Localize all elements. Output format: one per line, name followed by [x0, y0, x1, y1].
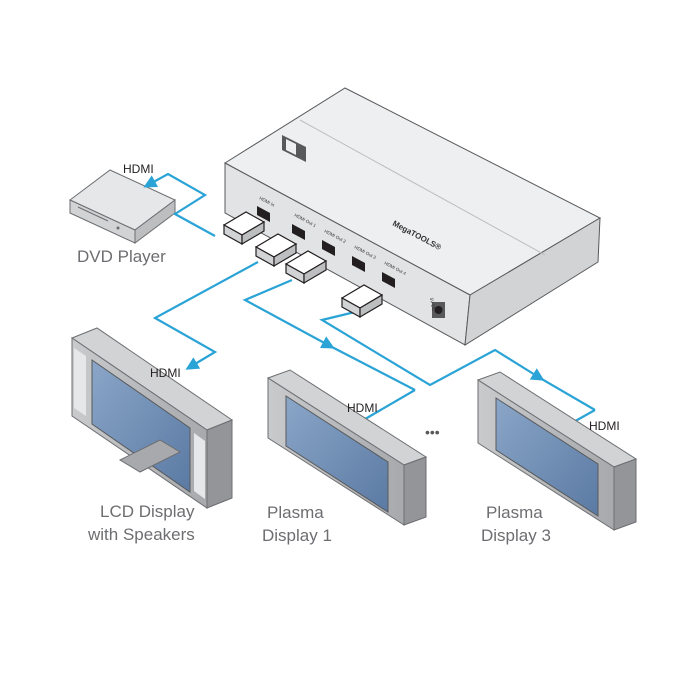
connector-out-4 — [340, 284, 384, 319]
hdmi-label-plasma3: HDMI — [589, 419, 620, 433]
hdmi-connectors — [222, 211, 384, 319]
connector-in — [222, 211, 266, 246]
plasma1-label-line1: Plasma — [267, 503, 324, 522]
plasma3-label-line1: Plasma — [486, 503, 543, 522]
hdmi-label-lcd: HDMI — [150, 366, 181, 380]
lcd-display — [70, 327, 234, 509]
plasma1-label-line2: Display 1 — [262, 526, 332, 545]
lcd-label-line1: LCD Display — [100, 502, 195, 521]
dvd-player-label: DVD Player — [77, 247, 166, 266]
plasma3-label-line2: Display 3 — [481, 526, 551, 545]
hdmi-label-dvd: HDMI — [123, 162, 154, 176]
plasma-display-3 — [476, 371, 638, 531]
hdmi-cables — [143, 172, 596, 425]
more-displays-ellipsis: ••• — [425, 424, 440, 440]
lcd-label-line2: with Speakers — [87, 525, 195, 544]
connector-out-2 — [284, 250, 328, 285]
connector-out-1 — [254, 233, 298, 268]
hdmi-splitter-device: MegaTOOLS® HDMI In HDMI Out 1 HDMI Out 2… — [224, 87, 602, 346]
power-port: 5V DC — [429, 297, 445, 318]
plasma-display-1 — [266, 369, 428, 526]
dvd-player — [69, 169, 176, 244]
hdmi-label-plasma1: HDMI — [347, 401, 378, 415]
svg-text:5V DC: 5V DC — [429, 297, 436, 312]
kramer-logo — [282, 135, 306, 162]
